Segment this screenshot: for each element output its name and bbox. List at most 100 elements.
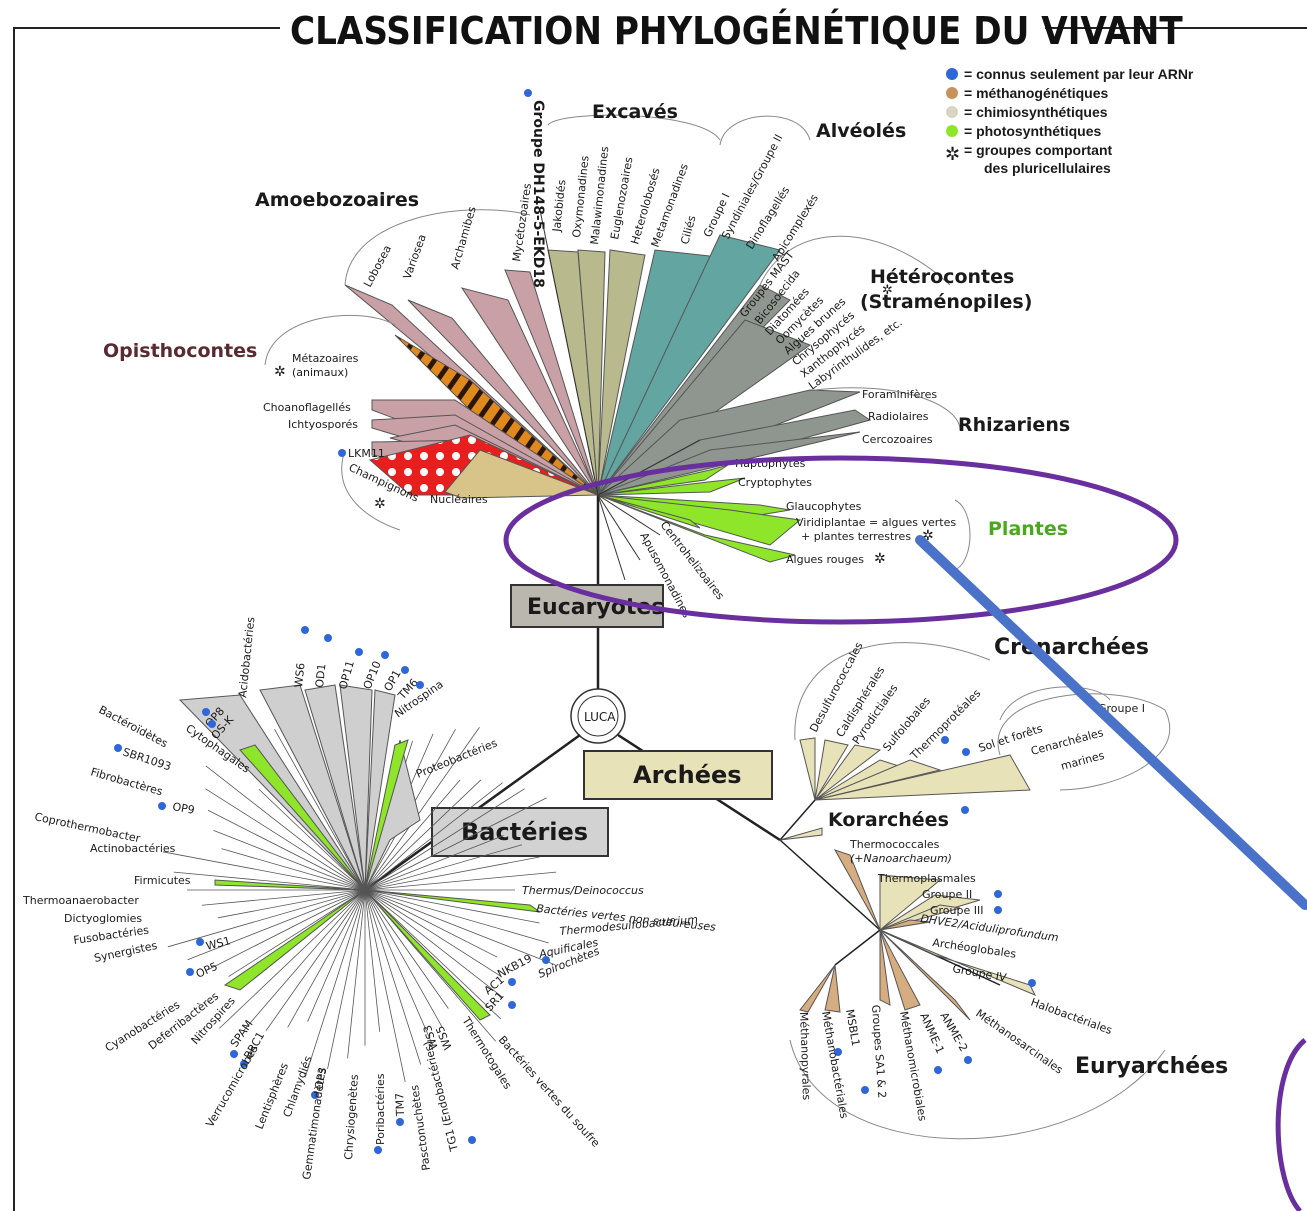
legend-item-methanogen: = méthanogénétiques bbox=[964, 85, 1109, 101]
leaf-op9: OP9 bbox=[171, 800, 195, 817]
bacteria-branch-line bbox=[242, 889, 366, 1032]
bacteria-branch-line bbox=[364, 889, 502, 977]
legend-methanogen-dot-icon bbox=[946, 87, 958, 99]
tm7-rna-dot-icon bbox=[396, 1118, 404, 1126]
bacteria-branch-line bbox=[207, 809, 366, 891]
luca-root: LUCA bbox=[364, 688, 781, 892]
sa1-rna-dot-icon bbox=[861, 1086, 869, 1094]
leaf-poribacteries: Poribactéries bbox=[374, 1073, 387, 1145]
msbl1-rna-dot-icon bbox=[834, 1048, 842, 1056]
bacteria-branch-line bbox=[265, 889, 366, 1031]
leaf-groupes-sa1: Groupes SA1 & 2 bbox=[869, 1004, 889, 1098]
leaf-malawimonadines: Malawimonadines bbox=[588, 145, 611, 245]
leaf-plantes-terrestres: + plantes terrestres bbox=[801, 530, 911, 543]
leaf-lobosea: Lobosea bbox=[361, 243, 394, 289]
leaf-thermococcales: Thermococcales bbox=[849, 838, 940, 851]
op9-rna-dot-icon bbox=[158, 802, 166, 810]
algues-brunes-star-icon: ✲ bbox=[882, 283, 893, 298]
bacteria-branch-line bbox=[364, 889, 549, 944]
archees-box: Archées bbox=[583, 750, 773, 800]
leaf-op5: OP5 bbox=[194, 960, 220, 981]
pointer-arrow-line bbox=[915, 535, 1307, 910]
leaf-bacteroidetes: Bactéroïdètes bbox=[97, 703, 170, 750]
outer-frame bbox=[13, 27, 1307, 1211]
group-opisthocontes: Opisthocontes bbox=[103, 340, 257, 362]
bacteria-branch-line bbox=[287, 889, 366, 1028]
leaf-methanosarcinales: Méthanosarcinales bbox=[973, 1007, 1065, 1077]
leaf-oxymonadines: Oxymonadines bbox=[570, 155, 592, 239]
bacteria-branch-line bbox=[364, 889, 556, 966]
diagram-title: CLASSIFICATION PHYLOGÉNÉTIQUE DU VIVANT bbox=[290, 9, 1183, 53]
bacteria-branch-line bbox=[219, 889, 366, 1029]
bacteria-branch-line bbox=[364, 797, 547, 891]
leaf-nucleaires: Nucléaires bbox=[430, 493, 488, 506]
lkm11-rna-dot-icon bbox=[338, 449, 346, 457]
leaf-thermus: Thermus/Deinococcus bbox=[522, 884, 644, 897]
leaf-bacteries-vertes-soufre: Bactéries vertes du soufre bbox=[496, 1033, 603, 1150]
spam-rna-dot-icon bbox=[230, 1050, 238, 1058]
leaf-thermoplasmales: Thermoplasmales bbox=[877, 872, 976, 885]
bacteria-branch-line bbox=[347, 889, 366, 1059]
sr1-rna-dot-icon bbox=[508, 1001, 516, 1009]
leaf-syndiniales: Syndiniales/Groupe II bbox=[719, 132, 785, 241]
luca-label: LUCA bbox=[584, 710, 616, 724]
leaf-glaucophytes: Glaucophytes bbox=[786, 500, 862, 513]
op5-rna-dot-icon bbox=[186, 968, 194, 976]
bacteria-branch-line bbox=[364, 889, 503, 998]
leaf-lentispheres: Lentisphères bbox=[253, 1061, 291, 1131]
bacteria-branch-line bbox=[364, 889, 498, 958]
bacteria-branch-line bbox=[217, 889, 366, 919]
leaf-thermoanaerobacter: Thermoanaerobacter bbox=[22, 894, 139, 907]
bacteria-branch-line bbox=[364, 889, 540, 924]
legend-chemo-dot-icon bbox=[946, 106, 958, 118]
leaf-groupe-iv: Groupe IV bbox=[951, 962, 1007, 984]
leaf-archamibes: Archamibes bbox=[448, 205, 478, 271]
legend-item-rna: = connus seulement par leur ARNr bbox=[964, 66, 1194, 82]
bacteria-branch-line bbox=[364, 889, 406, 1083]
plants-highlight-ellipse bbox=[503, 455, 1179, 625]
bacteria-branch-line bbox=[205, 788, 366, 891]
leaf-ichtyospores: Ichtyosporés bbox=[288, 418, 358, 431]
groupe-iv-rna-dot-icon bbox=[1028, 979, 1036, 987]
bacteria-branch-line bbox=[364, 788, 525, 891]
leaf-algues-rouges: Algues rouges bbox=[786, 553, 864, 566]
bacteria-branch-line bbox=[274, 728, 366, 891]
bacteria-branch-line bbox=[364, 727, 480, 891]
groupe-ii-rna-dot-icon bbox=[994, 890, 1002, 898]
leaf-tm7: TM7 bbox=[393, 1093, 407, 1118]
leaf-ws6: WS6 bbox=[292, 662, 308, 688]
leaf-dictyoglomies: Dictyoglomies bbox=[64, 912, 142, 925]
bacteria-branch-line bbox=[364, 889, 422, 1065]
leaf-metazoaires: Métazoaires bbox=[292, 352, 359, 365]
group-excaves: Excavés bbox=[592, 101, 678, 123]
sol-rna-dot-icon-2 bbox=[962, 748, 970, 756]
leaf-viridiplantae: Viridiplantae = algues vertes bbox=[796, 516, 956, 529]
bacteria-branch-line bbox=[167, 889, 366, 948]
leaf-methanopyrales: Méthanopyrales bbox=[797, 1012, 813, 1101]
group-euryarchees: Euryarchées bbox=[1075, 1054, 1228, 1079]
group-heterocontes: Hétérocontes bbox=[870, 266, 1014, 288]
legend-photo-dot-icon bbox=[946, 125, 958, 137]
highlight-annotations bbox=[503, 455, 1307, 1211]
legend-item-multicell: = groupes comportant bbox=[964, 142, 1113, 158]
leaf-lkm11: LKM11 bbox=[348, 447, 385, 460]
bacteria-branch-line bbox=[327, 889, 366, 1069]
leaf-nkb19: NKB19 bbox=[495, 952, 534, 981]
bacteria-branch-line bbox=[364, 779, 482, 891]
tg1-rna-dot-icon bbox=[468, 1136, 476, 1144]
ac1-rna-dot-icon bbox=[508, 978, 516, 986]
leaf-ws1: WS1 bbox=[205, 934, 232, 953]
leaf-fibrobacteres: Fibrobactères bbox=[89, 765, 164, 798]
bacteria-branch-line bbox=[187, 889, 366, 961]
sol-rna-dot-icon-1 bbox=[941, 736, 949, 744]
bacteria-branch-line bbox=[364, 889, 381, 1032]
legend-multicell-star-icon: ✲ bbox=[945, 144, 960, 165]
leaf-marines: marines bbox=[1059, 749, 1106, 773]
leaf-cryptophytes: Cryptophytes bbox=[738, 476, 812, 489]
group-amoebozoaires: Amoebozoaires bbox=[255, 189, 419, 211]
leaf-animaux: (animaux) bbox=[292, 366, 348, 379]
leaf-msbl1: MSBL1 bbox=[843, 1008, 862, 1047]
viridiplantae-star-icon: ✲ bbox=[922, 528, 934, 544]
leaf-euglenozoaires: Euglenozoaires bbox=[608, 156, 635, 241]
bacteria-branch-line bbox=[213, 830, 366, 891]
